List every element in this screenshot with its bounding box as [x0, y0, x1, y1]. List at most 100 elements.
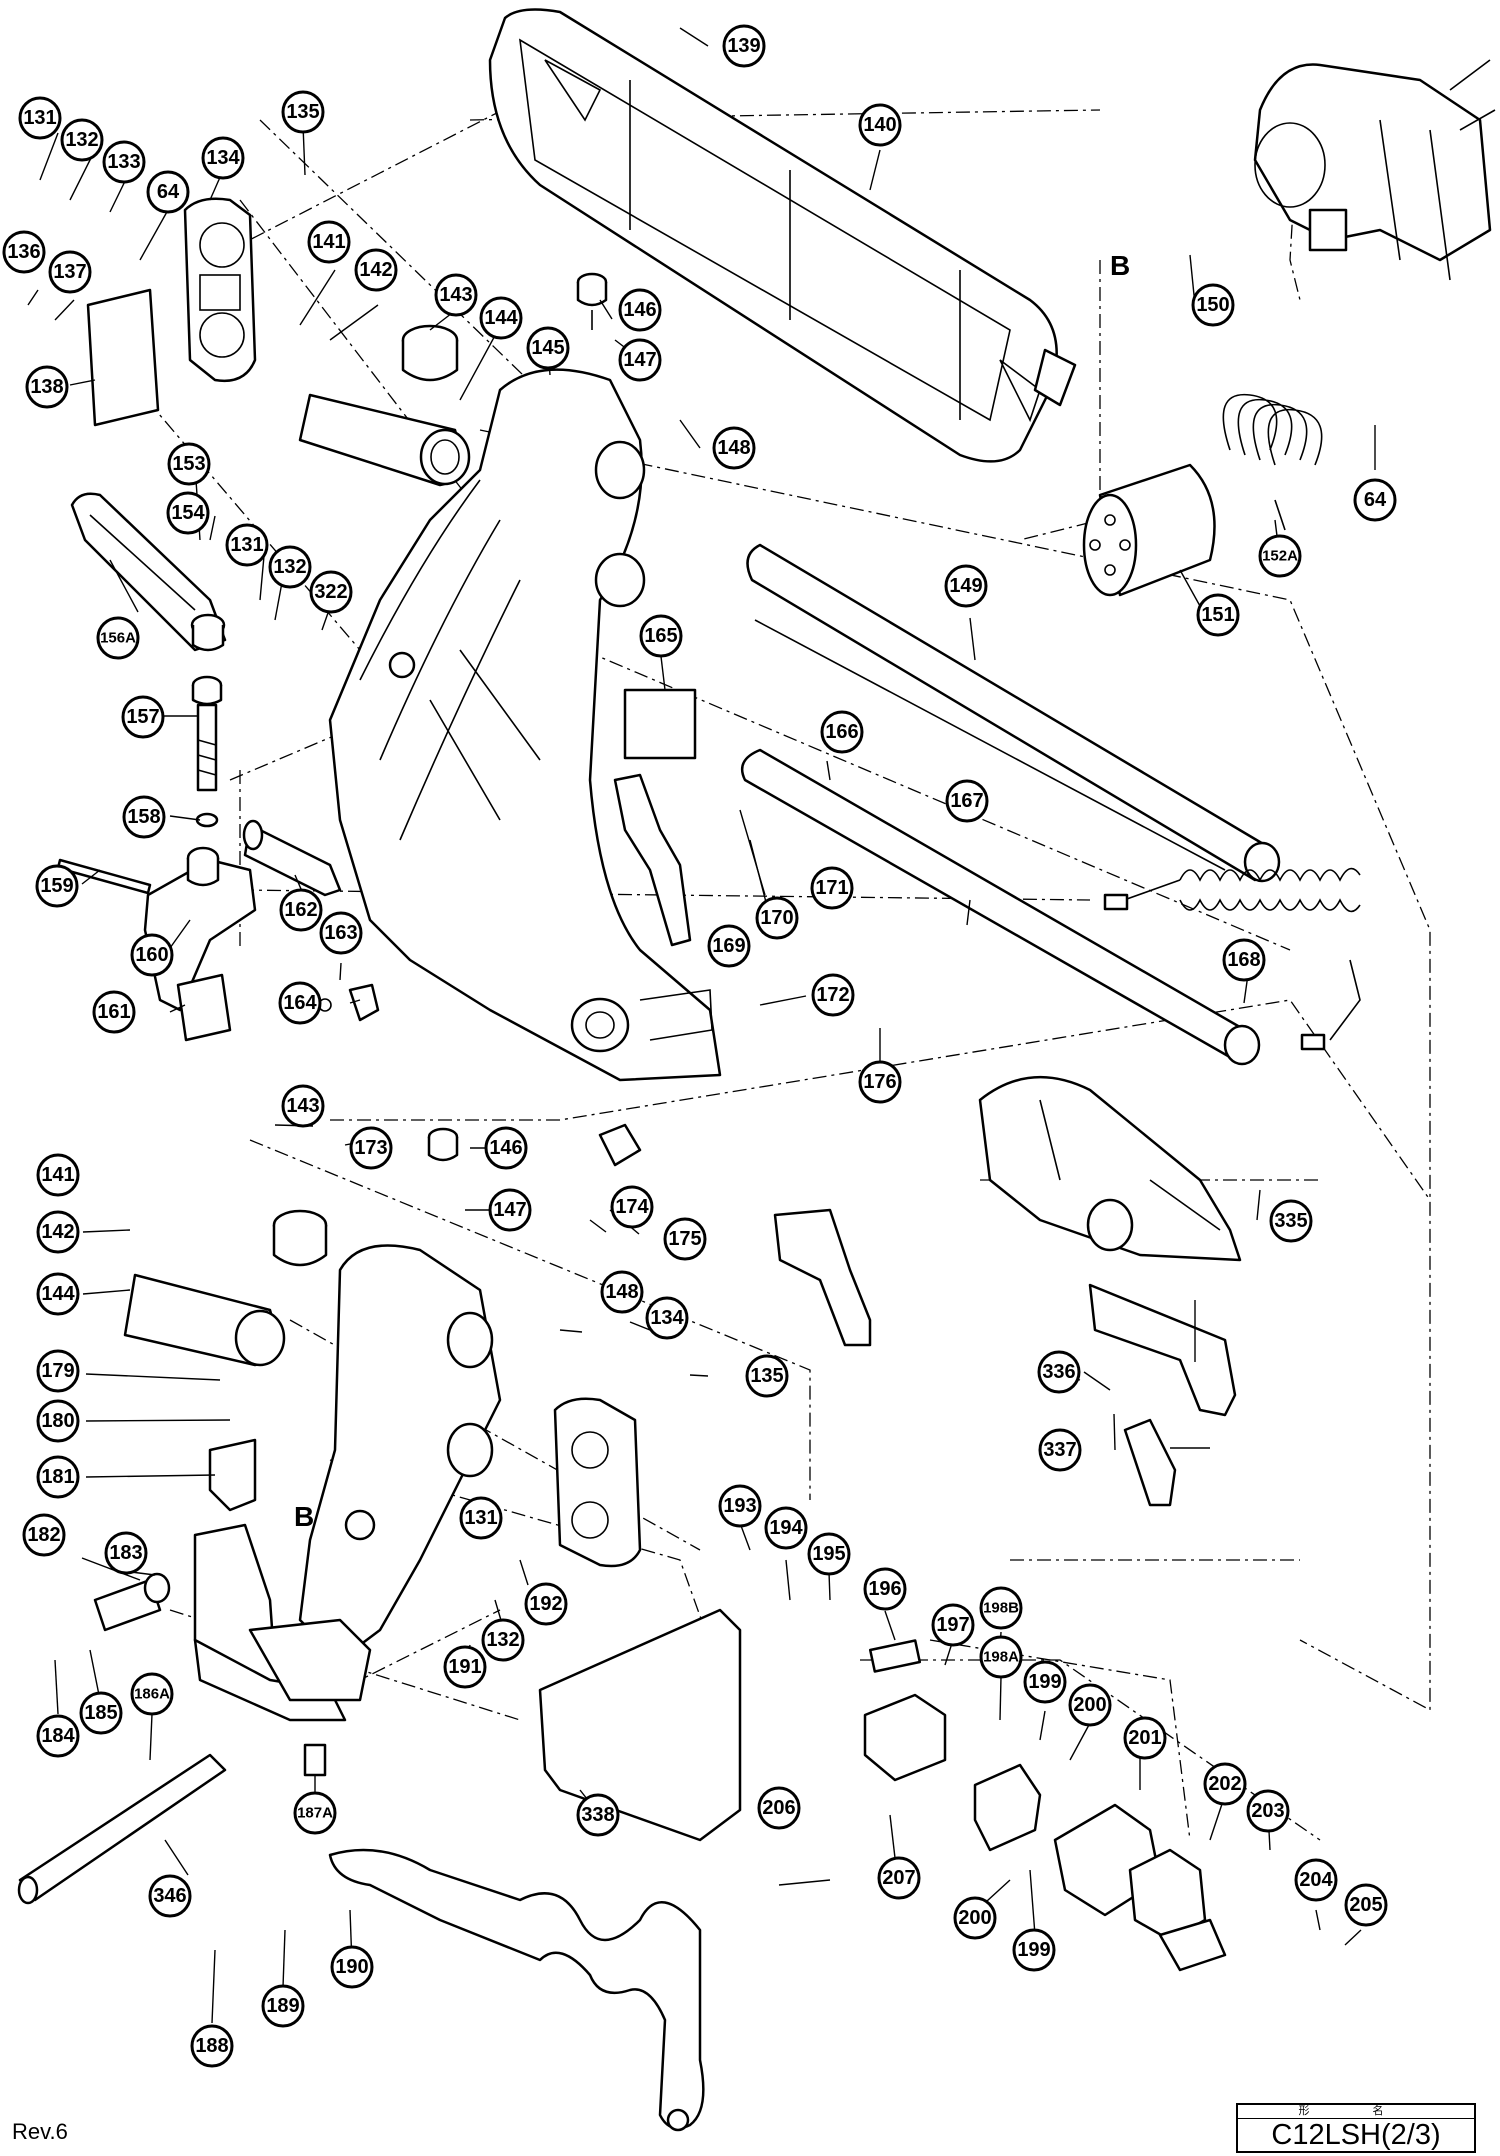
- svg-text:134: 134: [206, 147, 240, 169]
- svg-text:192: 192: [529, 1593, 562, 1615]
- callout-132-mid: 132: [268, 545, 312, 589]
- svg-text:151: 151: [1201, 604, 1234, 626]
- callout-141: 141: [307, 220, 351, 264]
- housing-335: [978, 1075, 1242, 1262]
- callout-174: 174: [610, 1185, 654, 1229]
- lever-336: [1088, 1283, 1237, 1417]
- svg-text:205: 205: [1349, 1894, 1382, 1916]
- callout-202: 202: [1203, 1762, 1247, 1806]
- callout-161: 161: [92, 990, 136, 1034]
- rod-167: [754, 619, 1226, 871]
- callout-159: 159: [35, 864, 79, 908]
- pin-162: [242, 819, 342, 897]
- callout-185: 185: [79, 1691, 123, 1735]
- callout-338: 338: [576, 1793, 620, 1837]
- svg-text:133: 133: [107, 151, 140, 173]
- svg-text:143: 143: [439, 284, 472, 306]
- callout-142: 142: [354, 248, 398, 292]
- svg-text:149: 149: [949, 575, 982, 597]
- callout-184: 184: [36, 1714, 80, 1758]
- callout-140: 140: [858, 103, 902, 147]
- callout-335: 335: [1269, 1199, 1313, 1243]
- svg-text:322: 322: [314, 581, 347, 603]
- svg-text:157: 157: [126, 706, 159, 728]
- callout-147: 147: [618, 338, 662, 382]
- svg-text:201: 201: [1128, 1727, 1161, 1749]
- base-bracket: [193, 1523, 372, 1722]
- callout-173: 173: [349, 1126, 393, 1170]
- svg-text:138: 138: [30, 376, 63, 398]
- reference-label-b-bottom: B: [294, 1501, 314, 1532]
- lever-169: [613, 773, 692, 947]
- svg-text:162: 162: [284, 899, 317, 921]
- callout-167: 167: [945, 779, 989, 823]
- svg-text:195: 195: [812, 1543, 845, 1565]
- callout-137: 137: [48, 250, 92, 294]
- svg-text:168: 168: [1227, 949, 1260, 971]
- svg-text:132: 132: [273, 556, 306, 578]
- callout-172: 172: [811, 973, 855, 1017]
- callout-186A: 186A: [130, 1672, 174, 1716]
- sleeve-143-top: [401, 324, 459, 382]
- callout-162: 162: [279, 888, 323, 932]
- svg-text:154: 154: [171, 502, 205, 524]
- svg-text:171: 171: [815, 877, 848, 899]
- svg-text:143: 143: [286, 1095, 319, 1117]
- svg-text:337: 337: [1043, 1439, 1076, 1461]
- svg-text:194: 194: [769, 1517, 803, 1539]
- svg-text:182: 182: [27, 1524, 60, 1546]
- callout-189: 189: [261, 1984, 305, 2028]
- svg-text:142: 142: [359, 259, 392, 281]
- svg-text:145: 145: [531, 337, 564, 359]
- callout-135-bottom: 135: [745, 1354, 789, 1398]
- svg-text:198B: 198B: [983, 1600, 1019, 1617]
- callout-165: 165: [639, 614, 683, 658]
- callout-156A: 156A: [96, 616, 140, 660]
- svg-text:132: 132: [486, 1629, 519, 1651]
- label-165: [623, 688, 697, 760]
- arm-housing-145: [328, 368, 722, 1082]
- callout-131: 131: [18, 96, 62, 140]
- callout-336: 336: [1037, 1350, 1081, 1394]
- svg-text:176: 176: [863, 1071, 896, 1093]
- callout-166: 166: [820, 710, 864, 754]
- svg-text:163: 163: [324, 922, 357, 944]
- svg-text:142: 142: [41, 1221, 74, 1243]
- pad-196: [868, 1639, 922, 1673]
- svg-text:198A: 198A: [983, 1649, 1019, 1666]
- knob-146-top: [576, 272, 608, 330]
- callout-183: 183: [104, 1531, 148, 1575]
- svg-text:184: 184: [41, 1725, 75, 1747]
- svg-text:186A: 186A: [134, 1686, 170, 1703]
- spring-152A: [1222, 393, 1323, 531]
- callout-205: 205: [1344, 1883, 1388, 1927]
- callout-199: 199: [1023, 1660, 1067, 1704]
- svg-text:199: 199: [1028, 1671, 1061, 1693]
- svg-text:153: 153: [172, 453, 205, 475]
- callout-144: 144: [479, 296, 523, 340]
- callout-138: 138: [25, 365, 69, 409]
- pivot-182: [93, 1572, 171, 1632]
- svg-text:134: 134: [650, 1307, 684, 1329]
- svg-text:338: 338: [581, 1804, 614, 1826]
- clip-181: [208, 1438, 257, 1512]
- callout-191: 191: [443, 1645, 487, 1689]
- svg-text:147: 147: [493, 1199, 526, 1221]
- svg-text:146: 146: [489, 1137, 522, 1159]
- stop-174: [598, 1123, 642, 1167]
- svg-text:131: 131: [23, 107, 56, 129]
- callout-134: 134: [201, 136, 245, 180]
- svg-text:141: 141: [312, 231, 345, 253]
- svg-text:169: 169: [712, 935, 745, 957]
- svg-text:180: 180: [41, 1410, 74, 1432]
- rod-166: [740, 748, 1261, 1066]
- rod-149: [746, 543, 1281, 883]
- callout-194: 194: [764, 1506, 808, 1550]
- svg-text:188: 188: [195, 2035, 228, 2057]
- callout-144-bottom: 144: [36, 1272, 80, 1316]
- svg-text:202: 202: [1208, 1773, 1241, 1795]
- svg-text:193: 193: [723, 1495, 756, 1517]
- model-name: C12LSH(2/3): [1271, 2119, 1441, 2151]
- callout-147-bottom: 147: [488, 1188, 532, 1232]
